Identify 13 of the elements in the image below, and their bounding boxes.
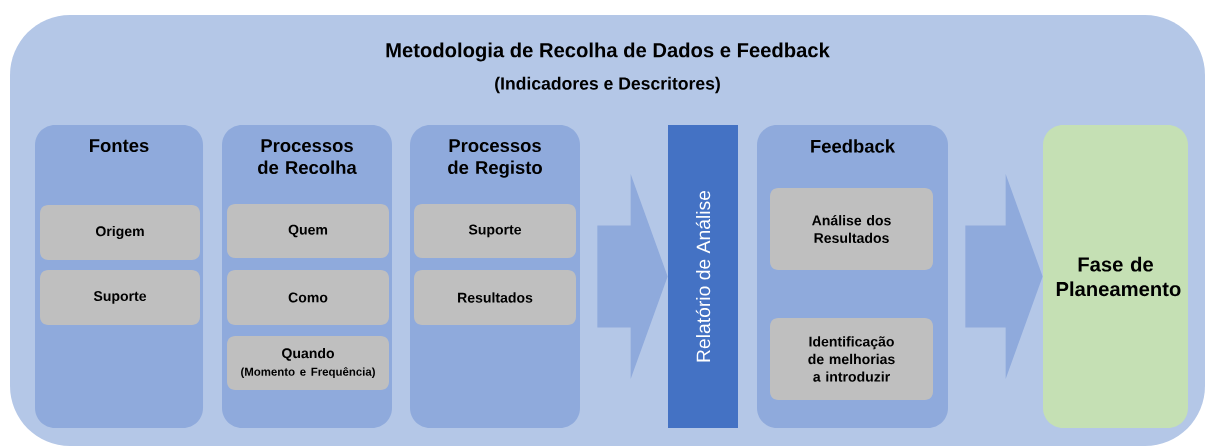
item-box: Resultados: [414, 270, 576, 325]
item-box: Como: [227, 270, 389, 325]
phase-box: Fase de Planeamento: [1043, 125, 1188, 428]
item-box: Quem: [227, 204, 389, 258]
item-box: Origem: [40, 205, 200, 260]
block-arrow: [597, 174, 668, 379]
item-box: Suporte: [40, 270, 200, 325]
item-box: Identificação de melhorias a introduzir: [770, 318, 933, 400]
item-box: Quando (Momento e Frequência): [227, 336, 389, 390]
item-box: Suporte: [414, 204, 576, 258]
vertical-bar: Relatório de Análise: [668, 125, 738, 428]
item-box: Análise dos Resultados: [770, 188, 933, 270]
block-arrow: [965, 174, 1043, 379]
